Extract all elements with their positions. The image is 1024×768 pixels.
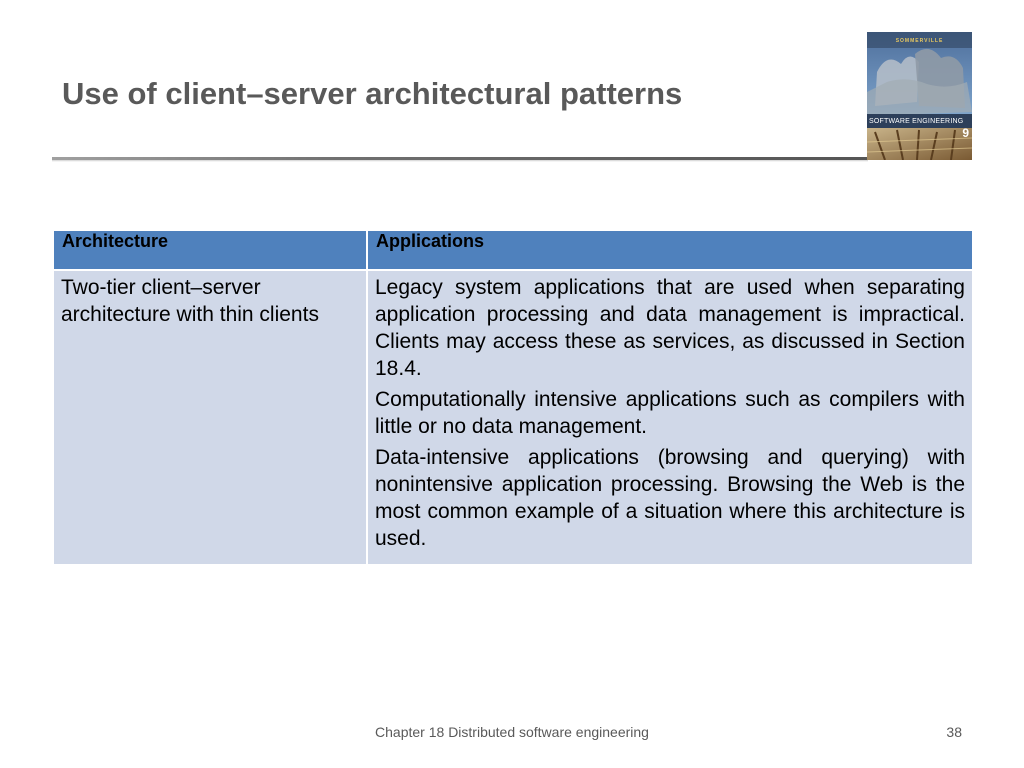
- table-header-row: Architecture Applications: [52, 229, 974, 271]
- architecture-table: Architecture Applications Two-tier clien…: [52, 229, 974, 566]
- table-row: Two-tier client–server architecture with…: [52, 269, 974, 566]
- book-cover-edition: 9: [962, 126, 969, 140]
- applications-paragraph: Computationally intensive applications s…: [375, 388, 965, 438]
- book-cover-author: SOMMERVILLE: [895, 38, 944, 44]
- book-cover-artwork: [867, 32, 972, 160]
- applications-paragraph: Data-intensive applications (browsing an…: [375, 446, 965, 550]
- title-divider: [52, 157, 868, 160]
- header-architecture: Architecture: [52, 229, 368, 271]
- slide-title: Use of client–server architectural patte…: [62, 76, 683, 111]
- page-number: 38: [946, 724, 962, 740]
- title-divider-shadow: [52, 160, 868, 162]
- architecture-cell: Two-tier client–server architecture with…: [52, 269, 368, 566]
- applications-cell: Legacy system applications that are used…: [366, 269, 974, 566]
- applications-paragraph: Legacy system applications that are used…: [375, 276, 965, 380]
- header-applications: Applications: [366, 229, 974, 271]
- book-cover-image: SOMMERVILLE SOFTWARE ENGINEERING 9: [867, 32, 972, 160]
- footer-chapter: Chapter 18 Distributed software engineer…: [375, 724, 649, 740]
- book-cover-title: SOFTWARE ENGINEERING: [869, 118, 964, 125]
